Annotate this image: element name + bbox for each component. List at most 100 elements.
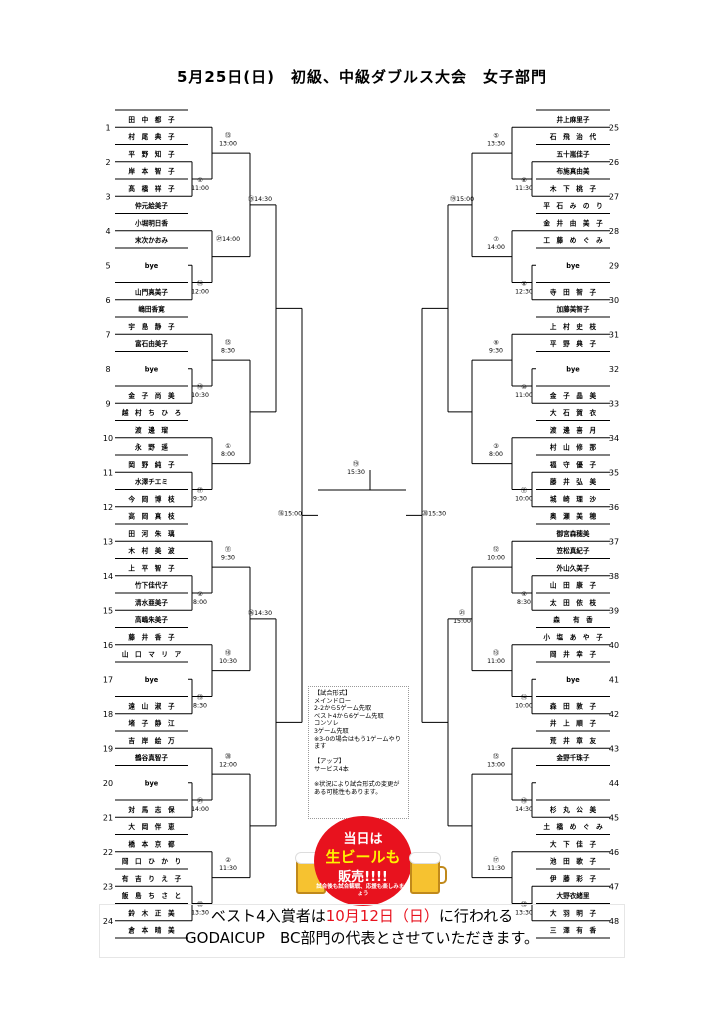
match-label: 11:30 [219,865,237,872]
match-label: 13:00 [219,140,237,147]
player-name: 小 塩 あ や 子 [543,633,603,642]
match-label: 12:00 [191,288,209,295]
entry-number: 5 [105,261,110,270]
match-label: ① [225,443,231,450]
match-label: 10:00 [487,554,505,561]
entry-number: 2 [105,158,110,167]
player-name: 田 中 都 子 [128,115,175,124]
match-label: 15:00 [453,618,471,625]
player-name: 笠松真紀子 [556,546,590,555]
player-name: 福 守 優 子 [549,460,597,469]
player-name: 井上麻里子 [557,115,590,124]
match-label: ⑭ [197,279,203,287]
final-label: ⑲ [353,460,359,468]
match-label: 8:30 [517,599,531,606]
player-name: 伊 藤 彩 子 [549,874,597,883]
player-name: 上 村 史 枝 [550,322,597,331]
notes-line: 3ゲーム先取 [314,727,349,735]
match-label: ② [225,857,231,864]
match-label: 8:30 [221,347,235,354]
entry-number: 26 [609,158,619,167]
entry-number: 14 [103,572,113,581]
entry-number: 7 [105,330,110,339]
footer-line-1: ベスト4入賞者は10月12日（日）に行われる [100,905,624,927]
entry-number: 12 [103,503,113,512]
match-label: ⑦ [493,236,499,243]
match-label: 8:00 [489,451,503,458]
player-name: 森 有 香 [553,615,593,624]
notes-line: 2-2から5ゲーム先取 [314,705,372,713]
match-label: 10:00 [515,495,533,502]
player-name: 上 平 智 子 [128,564,175,573]
notes-line [314,751,405,759]
entry-number: 31 [609,330,619,339]
match-label: ⑮14:30 [248,195,272,203]
match-label: 8:30 [193,702,207,709]
entry-number: 29 [609,261,619,270]
match-label: 10:30 [219,658,237,665]
entry-number: 13 [103,537,113,546]
notes-line: ベスト4から6ゲーム先取 [314,712,384,720]
entry-number: 39 [609,606,619,615]
player-name: 布施真由美 [557,167,590,176]
player-name: 森 田 敦 子 [550,702,597,711]
entry-number: 33 [609,399,619,408]
player-name: 有 吉 り え 子 [122,874,182,883]
entry-number: 23 [103,882,113,891]
notes-line: メインドロー [314,697,352,705]
match-label: ⑬ [493,649,499,657]
match-label: 11:00 [487,658,505,665]
match-label: 11:00 [191,185,209,192]
entry-number: 48 [609,917,619,926]
final-label: 15:30 [347,469,365,476]
player-name: 五十嵐佳子 [557,150,590,159]
match-label: ⑩ [521,384,527,391]
match-label: 13:30 [487,140,505,147]
player-name: 宇 島 静 子 [128,322,175,331]
match-label: 10:00 [515,702,533,709]
player-name: 渡 邊 喜 月 [550,426,596,435]
match-label: 13:00 [487,761,505,768]
match-label: 14:30 [515,806,533,813]
entry-number: 22 [103,848,113,857]
match-label: ⑬ [225,131,231,139]
player-name: 渡 邊 瑠 [135,426,168,435]
match-label: ⑰ [197,486,203,494]
player-name: 末次かおみ [135,236,168,245]
page-title: 5月25日(日) 初級、中級ダブルス大会 女子部門 [176,68,548,86]
player-name: 鈴 木 正 美 [128,909,175,918]
entry-number: 38 [609,572,619,581]
match-label: ⑱ [225,649,231,657]
match-label: ⑯ [521,797,527,805]
footer-date: 10月12日（日） [325,907,439,925]
player-name: 土 橋 め ぐ み [543,822,603,831]
player-name: 水澤チエミ [135,477,168,486]
entry-number: 35 [609,468,619,477]
notes-line: 【試合形式】 [314,690,352,697]
promo-line-2: 生ビールも [325,848,401,866]
entry-number: 20 [103,779,113,788]
match-label: ㉑ [459,609,465,617]
entry-number: 18 [103,710,113,719]
player-name: 倉 本 晴 美 [127,926,175,935]
match-label: ⑨ [493,339,499,346]
match-label: 11:30 [487,865,505,872]
player-name: 対 馬 志 保 [127,805,175,814]
entry-number: 42 [609,710,619,719]
match-label: ⑫ [493,545,499,553]
player-name: 大 下 佳 子 [550,840,597,849]
entry-number: 40 [609,641,619,650]
notes-line: ※3-0の場合はもう1ゲームやります [314,735,401,751]
entry-number: 8 [105,365,110,374]
player-name: 田 河 朱 璃 [128,529,175,538]
player-name: 永 野 遥 [134,443,168,452]
player-name: 堵 子 静 江 [128,719,175,728]
player-name: 嶋田香寛 [138,305,165,314]
match-label: ⑮ [225,338,231,346]
player-name: 鶴谷真智子 [135,753,168,762]
player-name: 飯 島 ち さ と [121,891,181,900]
match-label: 13:30 [515,909,533,916]
player-name: 三 澤 有 香 [550,926,597,935]
match-label: 13:30 [191,909,209,916]
entry-number: 3 [105,192,110,201]
